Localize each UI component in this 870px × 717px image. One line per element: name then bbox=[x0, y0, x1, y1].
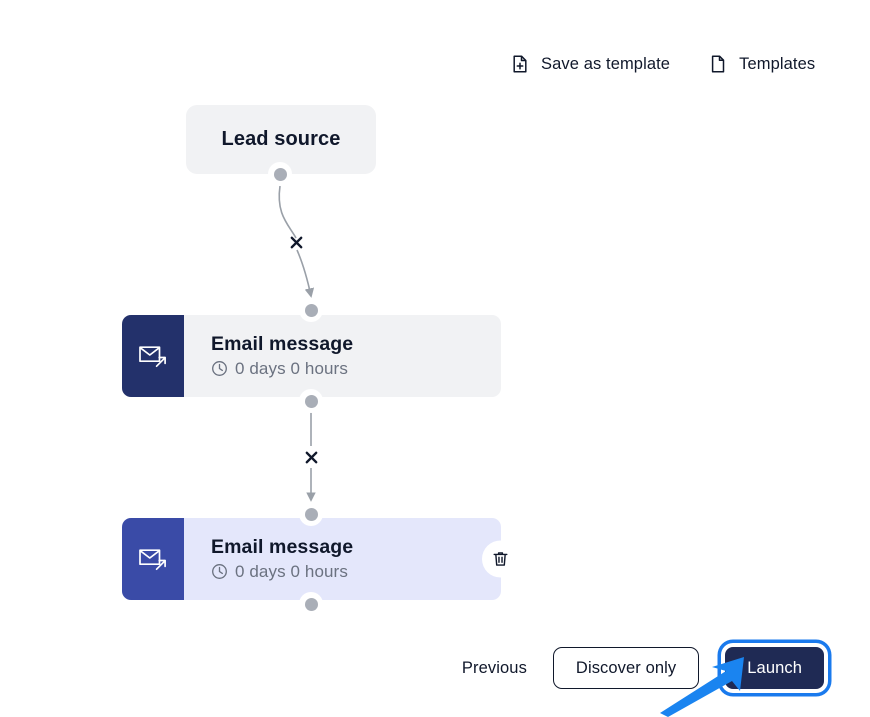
action-node-1-input-port[interactable] bbox=[299, 298, 323, 322]
action-node-delay-text: 0 days 0 hours bbox=[235, 358, 348, 378]
action-node-title: Email message bbox=[211, 536, 354, 559]
templates-button[interactable]: Templates bbox=[708, 54, 815, 74]
action-node-delay-text: 0 days 0 hours bbox=[235, 561, 348, 581]
edge-remove-button-1[interactable] bbox=[284, 230, 308, 254]
action-node-title: Email message bbox=[211, 333, 354, 356]
launch-button-focus-ring: Launch bbox=[721, 642, 828, 694]
document-icon bbox=[708, 54, 728, 74]
action-node-email-message-1[interactable]: Email message 0 days 0 hours bbox=[122, 315, 501, 397]
action-node-2-input-port[interactable] bbox=[299, 502, 323, 526]
delete-step-button[interactable] bbox=[482, 540, 519, 578]
trash-icon bbox=[493, 552, 508, 566]
email-send-icon bbox=[122, 518, 184, 600]
footer-actions: Previous Discover only Launch bbox=[0, 640, 870, 696]
action-node-email-message-2[interactable]: Email message 0 days 0 hours bbox=[122, 518, 519, 600]
previous-button[interactable]: Previous bbox=[458, 653, 531, 684]
clock-icon bbox=[212, 361, 227, 377]
trigger-node-title: Lead source bbox=[221, 128, 341, 150]
action-node-body: Email message 0 days 0 hours bbox=[184, 518, 501, 600]
clock-icon bbox=[212, 564, 227, 580]
trigger-output-port[interactable] bbox=[268, 162, 292, 186]
action-node-delay: 0 days 0 hours bbox=[211, 359, 501, 379]
action-node-1-output-port[interactable] bbox=[299, 389, 323, 413]
save-as-template-button[interactable]: Save as template bbox=[510, 54, 670, 74]
launch-button[interactable]: Launch bbox=[725, 646, 824, 690]
action-node-delay: 0 days 0 hours bbox=[211, 562, 501, 582]
discover-only-button[interactable]: Discover only bbox=[552, 646, 700, 690]
templates-label: Templates bbox=[739, 54, 816, 73]
edge-remove-button-2[interactable] bbox=[299, 445, 323, 469]
action-node-body: Email message 0 days 0 hours bbox=[184, 315, 501, 397]
trigger-node-lead-source[interactable]: Lead source bbox=[186, 105, 376, 174]
header-actions: Save as template Templates bbox=[510, 54, 815, 74]
action-node-2-output-port[interactable] bbox=[299, 592, 323, 616]
save-as-template-label: Save as template bbox=[541, 54, 671, 73]
email-send-icon bbox=[122, 315, 184, 397]
document-plus-icon bbox=[510, 54, 530, 74]
